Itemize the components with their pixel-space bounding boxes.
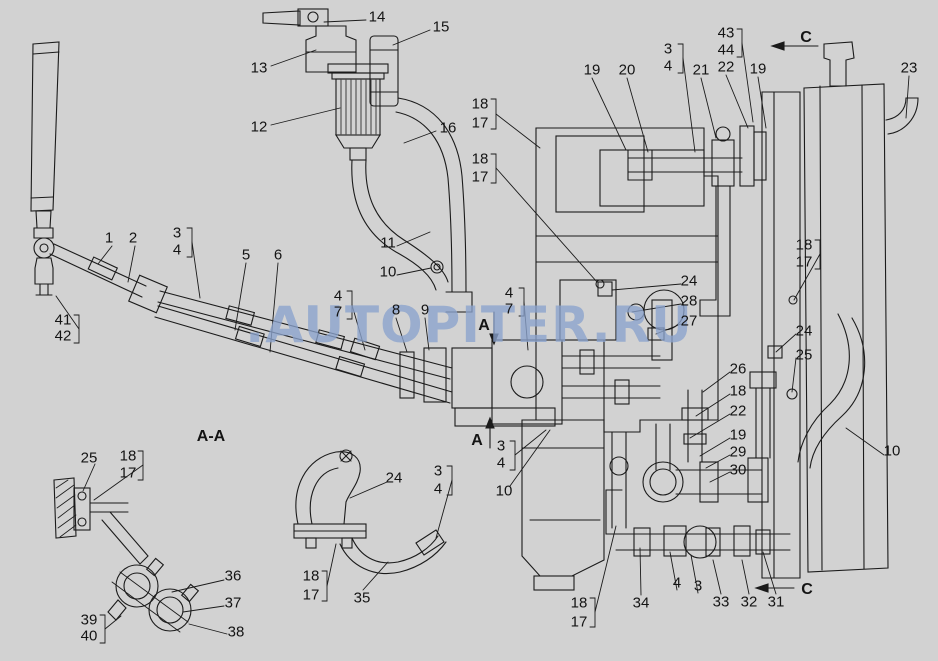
part-callout: 38 [227, 623, 245, 641]
part-callout: 32 [740, 593, 758, 611]
part-callout: 25 [80, 449, 98, 467]
part-callout: 25 [795, 346, 813, 364]
part-callout: 11 [380, 234, 396, 252]
section-marker: A-A [196, 428, 226, 445]
right-hose [797, 313, 866, 469]
part-callout: 40 [80, 627, 98, 645]
part-callout: 15 [432, 18, 450, 36]
part-callout: 37 [224, 594, 242, 612]
part-callout: 4 [433, 480, 443, 498]
part-callout: 3 [693, 577, 703, 595]
left-hose-assembly [30, 41, 60, 296]
section-aa-view [53, 477, 200, 633]
part-callout: 18 [729, 382, 747, 400]
part-callout: 17 [471, 114, 489, 132]
section-marker: C [800, 29, 812, 46]
part-callout: 24 [385, 469, 403, 487]
part-callout: 21 [692, 61, 710, 79]
part-callout: 17 [570, 613, 588, 631]
engine-block [521, 127, 719, 591]
part-callout: 34 [632, 594, 650, 612]
part-callout: 18 [570, 594, 588, 612]
part-callout: 31 [767, 593, 785, 611]
part-callout: 27 [680, 312, 698, 330]
section-marker: A [471, 432, 483, 449]
top-right-piping [627, 125, 767, 317]
part-callout: 42 [54, 327, 72, 345]
part-callout: 3 [496, 437, 506, 455]
section-marker: A [478, 317, 490, 334]
part-callout: 2 [128, 229, 138, 247]
diagonal-hoses [49, 243, 453, 404]
part-callout: 28 [680, 292, 698, 310]
part-callout: 18 [471, 150, 489, 168]
part-callout: 19 [749, 60, 767, 78]
part-callout: 10 [883, 442, 901, 460]
part-callout: 29 [729, 443, 747, 461]
part-callout: 12 [250, 118, 268, 136]
section-cut-arrows [485, 41, 819, 593]
part-callout: 16 [439, 119, 457, 137]
part-callout: 18 [471, 95, 489, 113]
bottom-bracket-hose [293, 449, 447, 574]
part-callout: 36 [224, 567, 242, 585]
part-callout: 19 [729, 426, 747, 444]
part-callout: 33 [712, 593, 730, 611]
part-callout: 19 [583, 61, 601, 79]
part-callout: 39 [80, 611, 98, 629]
part-callout: 4 [663, 57, 673, 75]
leader-lines [55, 19, 910, 644]
part-callout: 4 [504, 284, 514, 302]
part-callout: 18 [795, 236, 813, 254]
part-callout: 4 [333, 287, 343, 305]
part-callout: 20 [618, 61, 636, 79]
part-callout: 24 [795, 322, 813, 340]
part-callout: 4 [172, 241, 182, 259]
flywheel-housing [761, 91, 801, 579]
part-callout: 22 [729, 402, 747, 420]
part-callout: 3 [663, 40, 673, 58]
part-callout: 17 [795, 253, 813, 271]
part-callout: 6 [273, 246, 283, 264]
part-callout: 3 [172, 224, 182, 242]
part-callout: 18 [119, 447, 137, 465]
right-piping [642, 371, 777, 503]
filter-assembly [262, 8, 399, 161]
part-callout: 18 [302, 567, 320, 585]
part-callout: 10 [495, 482, 513, 500]
part-callout: 17 [119, 464, 137, 482]
part-callout: 17 [302, 586, 320, 604]
part-callout: 26 [729, 360, 747, 378]
radiator [803, 41, 919, 573]
part-callout: 35 [353, 589, 371, 607]
part-callout: 10 [379, 263, 397, 281]
part-callout: 8 [391, 301, 401, 319]
part-callout: 7 [333, 303, 343, 321]
section-marker: C [801, 581, 813, 598]
part-callout: 9 [420, 301, 430, 319]
part-callout: 5 [241, 246, 251, 264]
part-callout: 17 [471, 168, 489, 186]
part-callout: 22 [717, 58, 735, 76]
part-callout: 14 [368, 8, 386, 26]
part-callout: 3 [433, 462, 443, 480]
part-callout: 30 [729, 461, 747, 479]
part-callout: 4 [672, 574, 682, 592]
part-callout: 44 [717, 41, 735, 59]
bottom-piping [605, 431, 791, 559]
part-callout: 7 [504, 300, 514, 318]
part-callout: 23 [900, 59, 918, 77]
curved-pipes [351, 97, 473, 313]
part-callout: 13 [250, 59, 268, 77]
part-callout: 24 [680, 272, 698, 290]
part-callout: 4 [496, 454, 506, 472]
part-callout: 43 [717, 24, 735, 42]
part-callout: 41 [54, 311, 72, 329]
part-callout: 1 [104, 229, 114, 247]
